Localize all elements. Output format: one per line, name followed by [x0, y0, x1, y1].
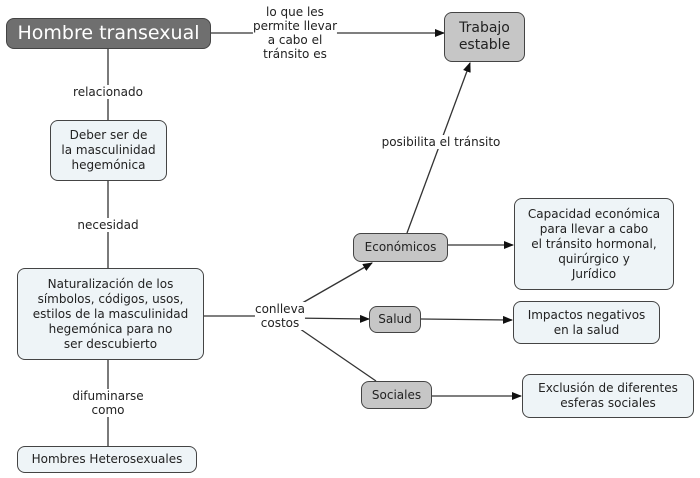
node-naturalizacion[interactable]: Naturalización de los símbolos, códigos,… — [17, 268, 204, 360]
line-salud-to-impactos — [420, 315, 513, 324]
node-trabajo-estable[interactable]: Trabajo estable — [444, 12, 525, 62]
link-label-conlleva: conlleva costos — [254, 302, 306, 330]
node-economicos[interactable]: Económicos — [353, 233, 448, 262]
node-impactos-negativos[interactable]: Impactos negativos en la salud — [513, 301, 660, 344]
node-deber-ser[interactable]: Deber ser de la masculinidad hegemónica — [50, 120, 167, 181]
node-capacidad-economica[interactable]: Capacidad económica para llevar a cabo e… — [514, 198, 674, 290]
node-sociales[interactable]: Sociales — [361, 381, 432, 409]
node-exclusion[interactable]: Exclusión de diferentes esferas sociales — [522, 374, 694, 418]
line-conlleva-to-sociales — [289, 321, 377, 382]
link-label-posibilita: posibilita el tránsito — [381, 135, 501, 149]
node-hombres-heterosexuales[interactable]: Hombres Heterosexuales — [17, 446, 197, 473]
link-label-difuminarse: difuminarse como — [72, 389, 144, 417]
link-label-relacionado: relacionado — [73, 85, 143, 99]
link-label-permite: lo que les permite llevar a cabo el trán… — [252, 5, 338, 61]
node-salud[interactable]: Salud — [369, 306, 421, 333]
link-label-necesidad: necesidad — [77, 218, 139, 232]
node-hombre-transexual[interactable]: Hombre transexual — [6, 18, 211, 49]
